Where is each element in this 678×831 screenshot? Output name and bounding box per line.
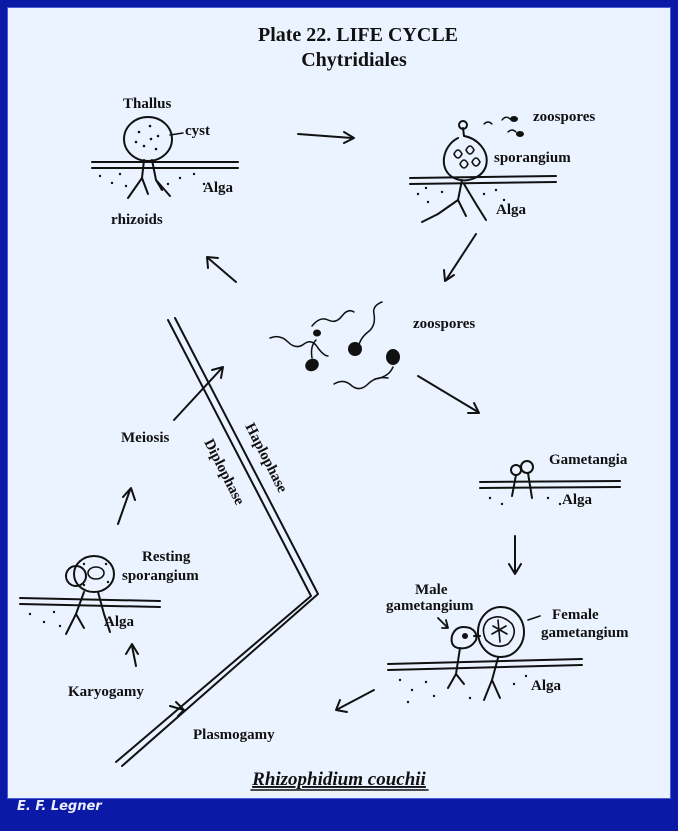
male-female-illustration <box>387 606 583 704</box>
arrow-gametangia-down <box>508 535 522 575</box>
zoospore-flagellum-1 <box>269 335 329 357</box>
label-thallus: Thallus <box>123 96 172 112</box>
alga-line-mf-bottom <box>387 664 583 671</box>
arrow-mf-to-plasmogamy <box>335 689 375 713</box>
arrow-thallus-to-sporangium <box>297 131 355 144</box>
released-zoospore-trail-1 <box>483 121 493 125</box>
male-leader-arrow <box>437 617 449 629</box>
female-gametangium-contents <box>482 616 516 648</box>
label-cyst: cyst <box>185 123 210 139</box>
arrow-zoospores-to-thallus <box>206 256 237 283</box>
alga-dots-thallus <box>98 172 206 188</box>
resting-sporangium-illustration <box>19 555 161 635</box>
mf-rhizoids <box>447 647 501 701</box>
label-plasmogamy: Plasmogamy <box>193 727 275 743</box>
label-sporangium: sporangium <box>494 150 571 166</box>
plate-subtitle: Chytridiales <box>301 49 407 71</box>
plasmogamy-marker <box>169 701 185 717</box>
life-cycle-diagram: Plate 22. LIFE CYCLE Chytridiales <box>19 24 629 791</box>
gametangium-small-1 <box>510 464 522 476</box>
plate-panel: Plate 22. LIFE CYCLE Chytridiales <box>7 7 671 799</box>
arrow-meiosis-to-zoospores <box>173 366 224 421</box>
male-gametangium-shape <box>450 626 478 650</box>
phase-line-outer <box>115 319 312 763</box>
sporangium-papilla <box>458 120 468 130</box>
alga-dots-sporangium <box>416 186 506 204</box>
released-zoospore-trail-3 <box>507 129 517 133</box>
alga-dots-gametangia <box>488 496 562 506</box>
released-zoospore-1 <box>510 116 518 122</box>
label-zoospores-top: zoospores <box>533 109 595 125</box>
alga-line-mf-top <box>387 658 583 665</box>
phase-boundary <box>115 317 319 767</box>
zoospore-3 <box>348 342 362 356</box>
alga-dots-mf <box>398 674 528 704</box>
label-diplophase: Diplophase <box>200 437 247 508</box>
arrow-resting-to-meiosis <box>117 487 136 525</box>
zoospore-4-tail <box>374 366 394 380</box>
label-rhizoids: rhizoids <box>111 212 163 228</box>
center-zoospores <box>269 301 400 390</box>
sporangium-illustration <box>409 116 557 223</box>
resting-rhizoids <box>65 591 111 635</box>
alga-line-gametangia-top <box>479 480 621 483</box>
resting-sporangium-nucleus <box>87 566 105 580</box>
alga-dots-resting <box>28 610 62 628</box>
resting-sporangium-shape <box>73 555 115 593</box>
alga-line-resting-top <box>19 597 161 602</box>
alga-line-gametangia-bottom <box>479 486 621 489</box>
label-gametangia: Gametangia <box>549 452 628 468</box>
arrow-zoospores-to-gametangia <box>417 375 480 414</box>
label-alga-resting: Alga <box>104 614 135 630</box>
label-female-line1: Female <box>552 607 599 623</box>
cyst-dots <box>134 124 160 151</box>
thallus-illustration <box>91 116 239 199</box>
cyst-leader <box>169 132 184 136</box>
label-alga-mf: Alga <box>531 678 562 694</box>
label-male-line2: gametangium <box>386 598 474 614</box>
zoospore-flagellum-2 <box>311 309 355 327</box>
sporangium-zoospores-inside <box>453 145 481 169</box>
released-zoospore-2 <box>516 131 524 137</box>
label-male-line1: Male <box>415 582 448 598</box>
label-meiosis: Meiosis <box>121 430 169 446</box>
female-leader <box>527 615 541 621</box>
arrow-sporangium-to-zoospores <box>443 233 477 282</box>
sporangium-shape <box>443 127 488 182</box>
gametangia-illustration <box>479 460 621 506</box>
alga-line-resting-bottom <box>19 603 161 608</box>
alga-line-sporangium-bottom <box>409 181 557 185</box>
zoospore-flagellum-3 <box>357 301 383 349</box>
zoospore-2 <box>313 329 321 337</box>
male-gamete <box>462 633 468 639</box>
label-resting-line1: Resting <box>142 549 191 565</box>
gametangium-small-2 <box>520 460 534 474</box>
species-name: Rhizophidium couchii <box>251 769 426 790</box>
label-zoospores-center: zoospores <box>413 316 475 332</box>
label-female-line2: gametangium <box>541 625 629 641</box>
released-zoospore-trail-2 <box>501 116 511 121</box>
alga-line-sporangium-top <box>409 175 557 179</box>
zoospore-1 <box>305 358 319 372</box>
sporangium-rhizoids <box>421 179 487 223</box>
label-alga-sporangium: Alga <box>496 202 527 218</box>
zoospore-1-tail <box>310 339 317 359</box>
label-alga-gametangia: Alga <box>562 492 593 508</box>
zoospore-flagellum-4 <box>333 376 389 390</box>
arrow-karyogamy-up <box>125 643 139 667</box>
label-haplophase: Haplophase <box>241 421 290 496</box>
plate-title: Plate 22. LIFE CYCLE <box>258 24 458 46</box>
female-gametangium-shape <box>477 606 525 658</box>
resting-dots <box>82 562 110 587</box>
gametangia-rhizoids <box>511 472 533 499</box>
phase-line-inner <box>121 317 319 767</box>
author-credit: E. F. Legner <box>17 799 102 814</box>
zoospore-4 <box>386 349 400 365</box>
label-alga-thallus: Alga <box>203 180 234 196</box>
thallus-rhizoids <box>127 159 171 199</box>
cyst-shape <box>123 116 173 162</box>
label-resting-line2: sporangium <box>122 568 199 584</box>
label-karyogamy: Karyogamy <box>68 684 144 700</box>
